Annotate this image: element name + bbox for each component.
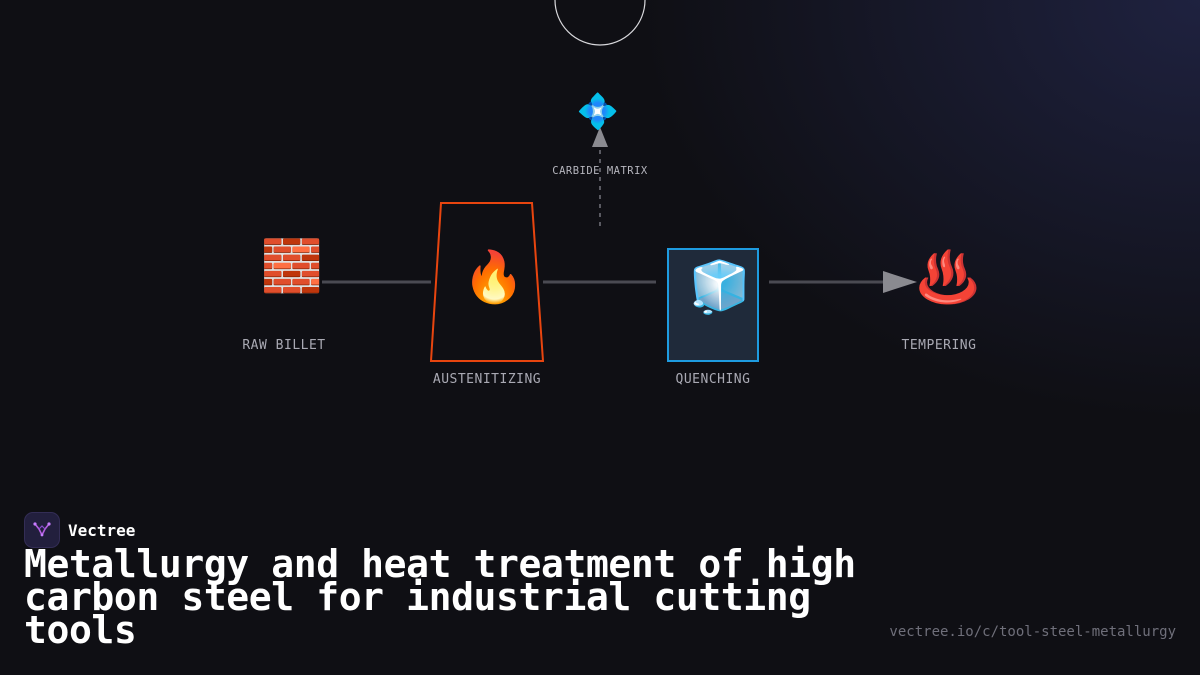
ice-cube-icon: 🧊 (688, 258, 752, 316)
node-label-raw-billet: RAW BILLET (242, 338, 326, 353)
node-label-quenching: QUENCHING (675, 372, 751, 387)
brand-name: Vectree (68, 520, 136, 540)
node-label-carbide-matrix: CARBIDE MATRIX (552, 165, 648, 177)
diamond-dot-icon: 💠 (576, 92, 620, 132)
node-label-tempering: TEMPERING (901, 338, 977, 353)
page-url[interactable]: vectree.io/c/tool-steel-metallurgy (889, 624, 1176, 640)
node-label-austenitizing: AUSTENITIZING (432, 372, 542, 387)
arrowhead-tempering (883, 271, 917, 293)
quenching-node-shape (667, 248, 759, 362)
page-title: Metallurgy and heat treatment of high ca… (24, 542, 856, 652)
austenitizing-node-shape (429, 202, 545, 362)
decorative-circle (554, 0, 646, 46)
hot-springs-icon: ♨️ (916, 248, 980, 306)
brand[interactable]: Vectree (24, 512, 135, 548)
vectree-logo-icon (24, 512, 60, 548)
arrowhead-carbide-matrix (592, 127, 608, 147)
fire-icon: 🔥 (462, 248, 526, 306)
brick-icon: 🧱 (260, 237, 324, 295)
